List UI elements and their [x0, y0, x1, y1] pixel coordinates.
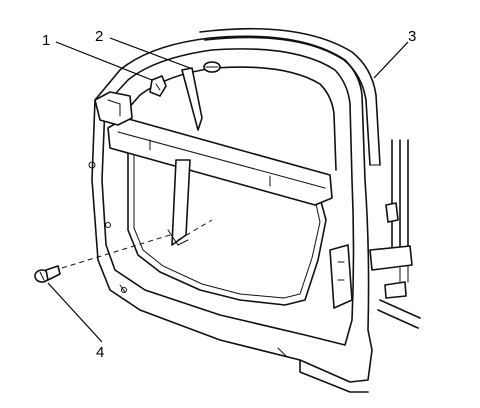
callout-2-leader: [109, 37, 191, 69]
latch-assembly: [329, 244, 353, 309]
callout-1-leader: [55, 41, 153, 81]
channel-bracket: [149, 75, 167, 97]
lower-bolt: [34, 265, 61, 283]
bolt-alignment-line: [61, 234, 171, 269]
callout-3-leader: [373, 41, 409, 79]
callout-4-leader: [47, 282, 103, 343]
mounting-holes: [88, 161, 127, 293]
channel-alignment-line: [177, 219, 213, 241]
window-channel: [167, 67, 203, 246]
door-beam: [107, 117, 333, 206]
callout-3-label: 3: [408, 28, 416, 45]
door-frame: [91, 35, 373, 393]
hinge-bracket: [94, 91, 133, 126]
weatherstrip: [199, 27, 381, 166]
upper-bolt: [203, 61, 221, 73]
callout-2-label: 2: [95, 28, 103, 45]
callout-4-label: 4: [96, 344, 104, 361]
callout-1-label: 1: [42, 32, 50, 49]
body-pillar: [369, 139, 421, 329]
